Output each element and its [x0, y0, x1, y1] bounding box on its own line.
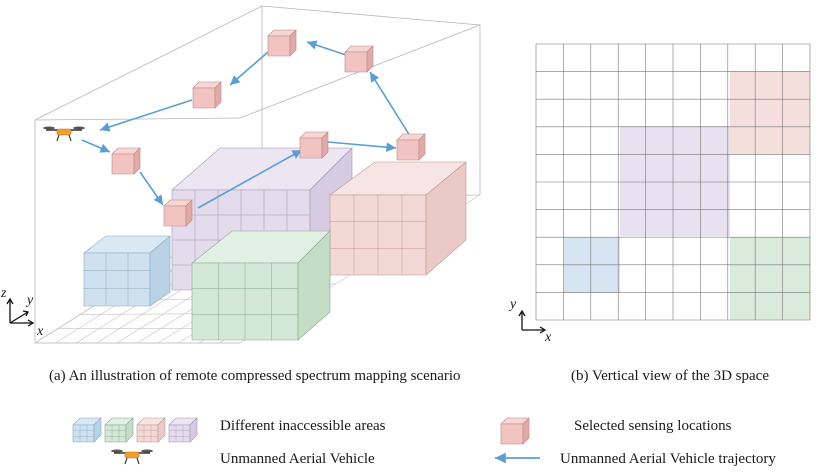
legend-area-cube-icon	[104, 417, 134, 443]
axis-y-label: y	[27, 293, 34, 308]
sensing-location-cube	[299, 131, 329, 159]
legend-areas-label: Different inaccessible areas	[220, 418, 386, 434]
vertical-view	[518, 43, 811, 334]
topview-axes	[518, 309, 547, 334]
red-area-topview	[730, 71, 810, 154]
sensing-location-cube	[111, 147, 141, 175]
sensing-location-cube	[163, 199, 193, 227]
axis-x-label: x	[37, 324, 44, 339]
axes-indicator	[6, 297, 35, 327]
legend-trajectory-label: Unmanned Aerial Vehicle trajectory	[560, 451, 776, 467]
legend-uav-label: Unmanned Aerial Vehicle	[220, 451, 375, 467]
legend-area-cube-icon	[168, 417, 198, 443]
topview-grid	[535, 43, 811, 321]
sensing-location-cube	[192, 81, 222, 109]
purple-area-topview	[620, 126, 730, 236]
uav-drone-icon	[43, 126, 85, 142]
caption-right: (b) Vertical view of the 3D space	[571, 368, 769, 384]
inaccessible-area-red	[329, 161, 467, 276]
inaccessible-area-blue	[83, 235, 171, 307]
inaccessible-area-green	[191, 230, 331, 341]
scene-3d	[6, 5, 481, 344]
legend-area-cube-icon	[72, 417, 102, 443]
caption-left: (a) An illustration of remote compressed…	[49, 368, 461, 384]
legend-sensor-cube-icon	[500, 417, 530, 445]
axis-z-label: z	[1, 286, 7, 301]
green-area-topview	[730, 237, 810, 320]
sensing-location-cube	[396, 133, 426, 161]
uav-trajectory	[81, 40, 411, 209]
topview-axis-x-label: x	[545, 330, 552, 345]
sensing-location-cube	[344, 45, 374, 73]
legend-uav-icon	[111, 449, 153, 465]
legend-area-cube-icon	[136, 417, 166, 443]
legend	[72, 417, 540, 465]
legend-area-cubes	[72, 417, 198, 443]
sensing-location-cube	[267, 29, 297, 57]
sensing-locations	[111, 29, 426, 227]
legend-sensing-label: Selected sensing locations	[574, 418, 732, 434]
topview-axis-y-label: y	[510, 297, 517, 312]
